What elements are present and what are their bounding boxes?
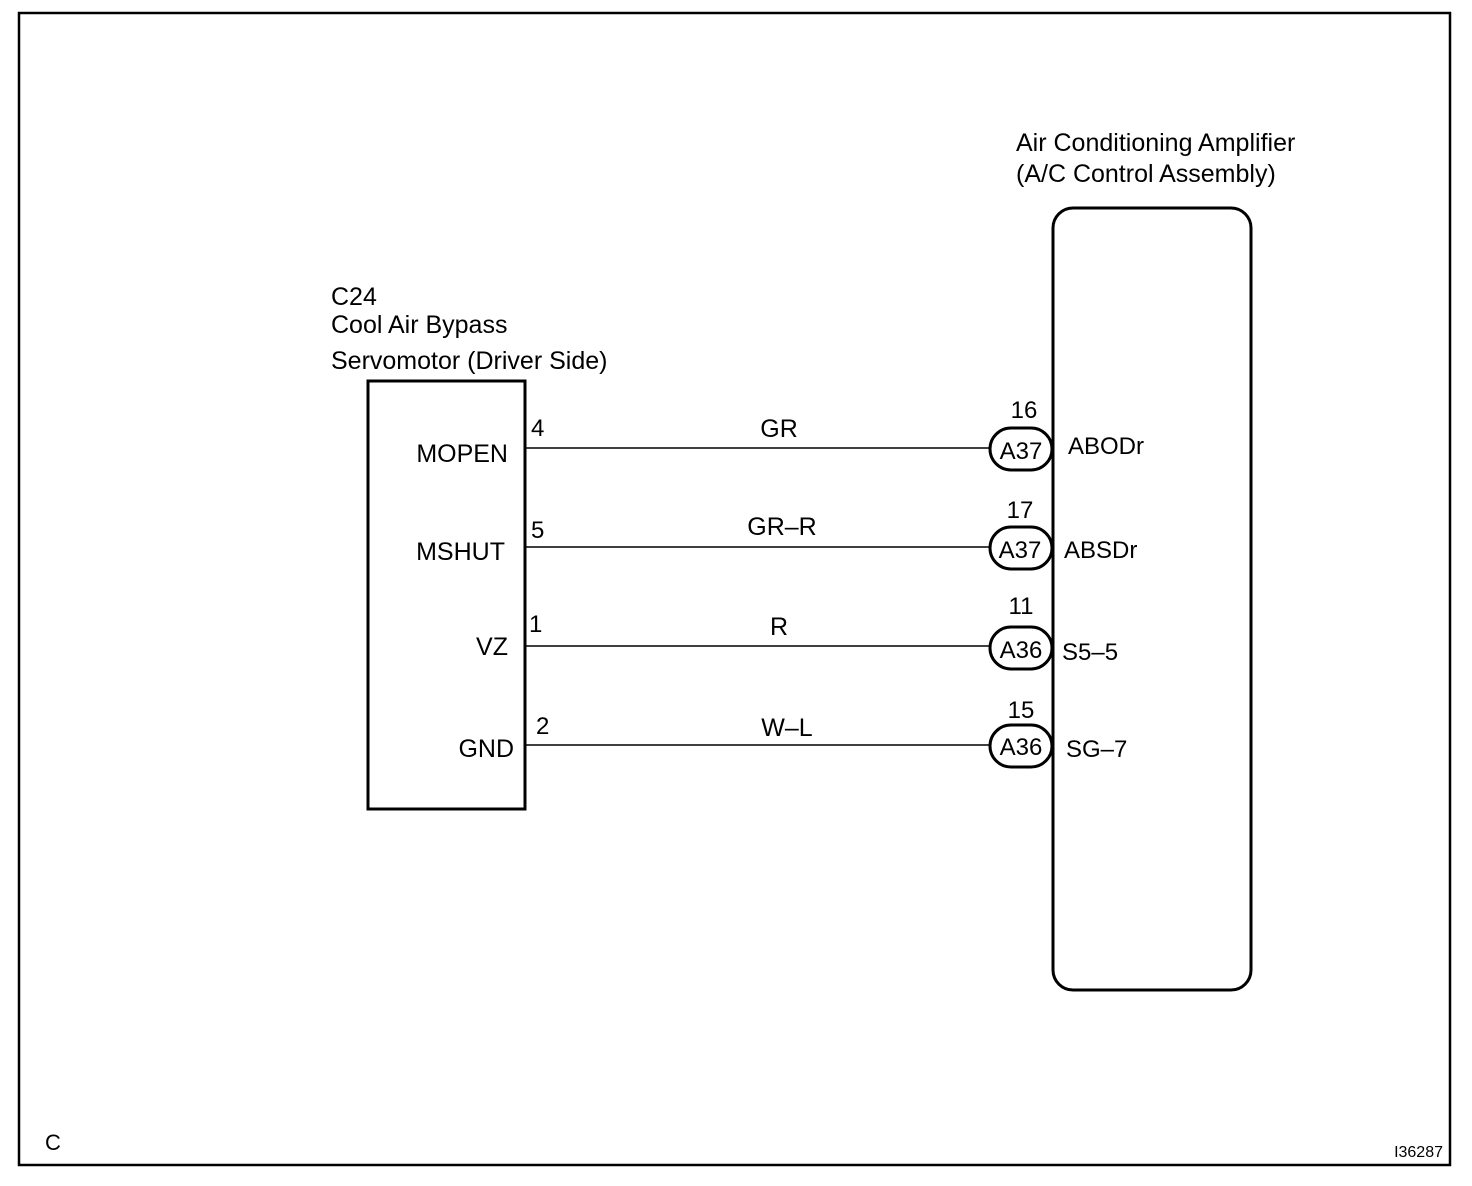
amp-pin-number: 11 [1009,593,1034,620]
amp-terminal-name: ABSDr [1064,537,1137,564]
amp-terminal-name: ABODr [1068,433,1144,460]
amp-connector-oval [988,625,1054,671]
servo-terminal-name: VZ [476,633,508,661]
amp-pin-number: 15 [1008,697,1035,724]
figure-id: I36287 [1394,1144,1443,1161]
servo-pin-number: 4 [531,415,544,442]
circuit-mopen: MOPEN 4 GR 16 A37 ABODr [416,397,1144,472]
amp-connector-code: A36 [1000,637,1043,664]
diagram-frame [17,11,1452,1167]
amplifier-box [1051,206,1253,992]
amp-terminal-name: S5–5 [1062,639,1118,666]
servo-pin-number: 1 [529,611,542,638]
servomotor-name-line2: Servomotor (Driver Side) [331,347,607,375]
amp-connector-code: A37 [999,537,1042,564]
amplifier-title-line1: Air Conditioning Amplifier [1016,129,1295,157]
amp-connector-code: A36 [1000,734,1043,761]
servomotor-name-line1: Cool Air Bypass [331,311,507,339]
amp-connector-oval [988,525,1054,571]
servomotor-connector-code: C24 [331,283,377,311]
wire-color-label: GR [760,415,798,443]
amp-connector-code: A37 [1000,438,1043,465]
wire-color-label: W–L [761,714,813,742]
amp-connector-oval [988,426,1054,472]
amp-pin-number: 17 [1007,497,1034,524]
circuit-mshut: MSHUT 5 GR–R 17 A37 ABSDr [416,497,1137,571]
circuit-vz: VZ 1 R 11 A36 S5–5 [476,593,1118,671]
amp-terminal-name: SG–7 [1066,736,1127,763]
wire-color-label: R [770,613,788,641]
wire-color-label: GR–R [747,513,816,541]
servo-terminal-name: GND [458,735,514,763]
servo-terminal-name: MSHUT [416,538,505,566]
amplifier-title-line2: (A/C Control Assembly) [1016,160,1276,188]
servo-terminal-name: MOPEN [416,440,508,468]
amp-pin-number: 16 [1011,397,1038,424]
servo-pin-number: 5 [531,517,544,544]
servo-pin-number: 2 [536,713,549,740]
servomotor-box [366,379,527,811]
section-letter: C [45,1130,61,1155]
amp-connector-oval [988,723,1054,769]
circuit-gnd: GND 2 W–L 15 A36 SG–7 [458,697,1127,769]
